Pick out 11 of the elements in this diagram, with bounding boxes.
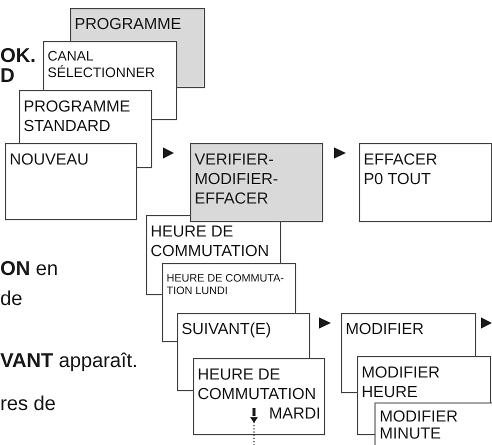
body-text: OK.: [1, 48, 34, 62]
body-text: ON en: [1, 261, 57, 276]
menu-box: HEURE DE COMMUTATION MARDI: [193, 358, 326, 436]
body-text: res de: [2, 396, 55, 410]
menu-box: VERIFIER- MODIFIER- EFFACER: [190, 143, 324, 222]
body-text: de: [1, 290, 22, 306]
body-text: D: [2, 68, 14, 82]
menu-box: MODIFIER MINUTE: [374, 402, 492, 445]
body-text: VANT apparaît.: [0, 352, 136, 372]
menu-box: EFFACER P0 TOUT: [359, 143, 492, 222]
menu-box: NOUVEAU: [5, 143, 138, 220]
